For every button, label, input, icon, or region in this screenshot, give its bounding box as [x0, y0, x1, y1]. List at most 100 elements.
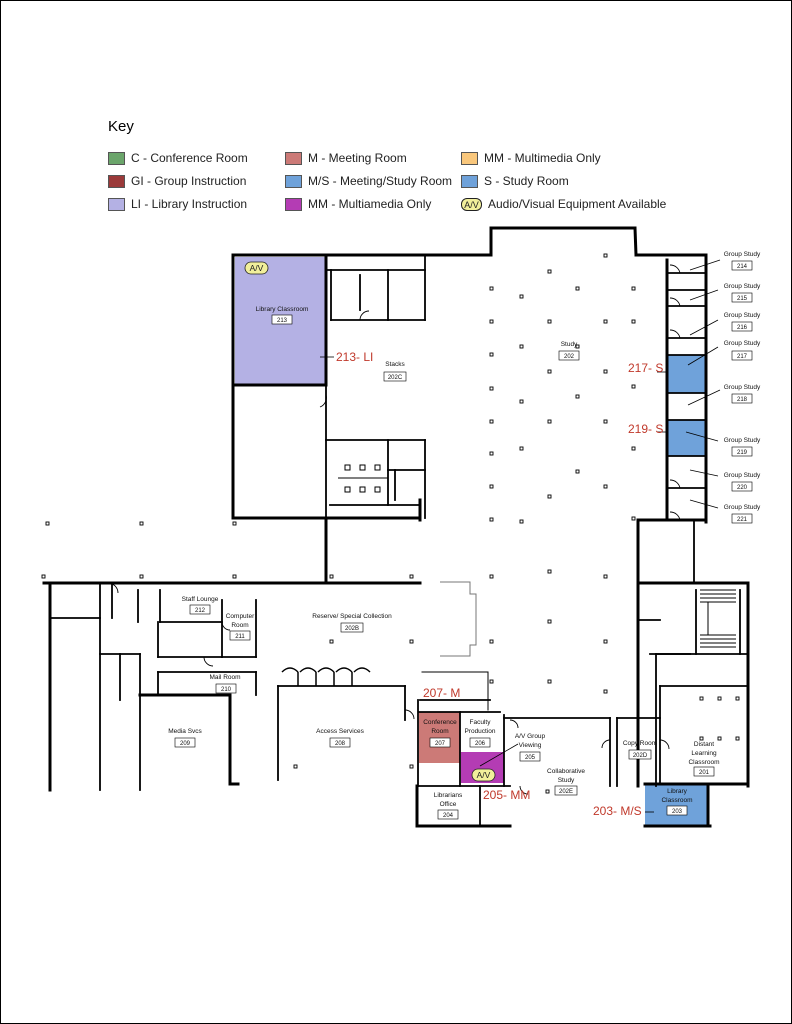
room-209-label: Media Svcs 209	[168, 728, 203, 748]
legend-swatch	[108, 174, 125, 188]
svg-text:Access Services: Access Services	[316, 728, 364, 735]
legend-item-group-instruction: GI - Group Instruction	[108, 173, 246, 189]
legend-swatch	[108, 151, 125, 165]
legend-label: M - Meeting Room	[308, 151, 407, 165]
legend-item-meeting: M - Meeting Room	[285, 150, 407, 166]
svg-text:Faculty: Faculty	[470, 719, 492, 726]
svg-text:202D: 202D	[633, 753, 648, 759]
room-202-label: Study 202	[558, 341, 580, 361]
svg-text:Group Study: Group Study	[724, 384, 761, 391]
legend-item-multimedia: MM - Multimedia Only	[461, 150, 601, 166]
svg-text:212: 212	[195, 608, 206, 614]
room-219-fill	[668, 420, 707, 456]
legend-swatch	[461, 151, 478, 165]
legend-swatch	[285, 151, 302, 165]
callout-207: 207- M	[423, 686, 460, 700]
svg-text:215: 215	[737, 296, 748, 302]
svg-text:A/V Group: A/V Group	[515, 733, 546, 740]
svg-text:203: 203	[672, 809, 683, 815]
columns	[41, 253, 740, 794]
svg-text:217: 217	[737, 354, 748, 360]
room-207-label: Conference Room 207	[423, 719, 457, 748]
legend-label: M/S - Meeting/Study Room	[308, 174, 453, 188]
booths	[281, 667, 371, 686]
svg-text:Library: Library	[667, 788, 688, 795]
room-205-label: A/V Group Viewing 205	[515, 733, 546, 762]
legend-item-study: S - Study Room	[461, 173, 569, 189]
room-218-label: Group Study 218	[724, 384, 761, 404]
legend-swatch	[108, 197, 125, 211]
interior-walls	[49, 254, 749, 827]
room-201-label: Distant Learning Classroom 201	[688, 741, 720, 777]
svg-text:202C: 202C	[388, 375, 403, 381]
svg-text:213: 213	[277, 318, 288, 324]
svg-text:202B: 202B	[345, 626, 359, 632]
svg-text:206: 206	[475, 741, 486, 747]
service-desk	[440, 581, 477, 657]
svg-text:A/V: A/V	[250, 263, 264, 273]
room-206-label: Faculty Production 206	[464, 719, 496, 748]
svg-text:Stacks: Stacks	[385, 361, 405, 368]
svg-text:Library Classroom: Library Classroom	[256, 306, 309, 313]
svg-text:Room: Room	[231, 622, 248, 629]
svg-text:Group Study: Group Study	[724, 283, 761, 290]
room-202d-label: Copy Room 202D	[623, 740, 657, 760]
svg-text:Group Study: Group Study	[724, 472, 761, 479]
svg-text:A/V: A/V	[477, 770, 491, 780]
legend-swatch	[285, 197, 302, 211]
svg-text:Production: Production	[464, 728, 495, 735]
svg-text:204: 204	[443, 813, 454, 819]
room-203-label: Library Classroom 203	[661, 788, 693, 816]
legend-label: MM - Multimedia Only	[484, 151, 601, 165]
svg-text:220: 220	[737, 485, 748, 491]
legend-item-conference: C - Conference Room	[108, 150, 248, 166]
leader-lines	[320, 259, 721, 813]
room-207-fill	[419, 712, 460, 763]
room-210-label: Mail Room 210	[209, 674, 241, 694]
legend-label: S - Study Room	[484, 174, 569, 188]
svg-text:Media Svcs: Media Svcs	[168, 728, 202, 735]
svg-text:205: 205	[525, 755, 536, 761]
av-badge-205: A/V	[471, 768, 496, 782]
callout-203: 203- M/S	[593, 804, 642, 818]
svg-text:219: 219	[737, 450, 748, 456]
callout-219: 219- S	[628, 422, 663, 436]
callout-213: 213- LI	[336, 350, 373, 364]
svg-text:Viewing: Viewing	[519, 742, 542, 749]
room-214-label: Group Study 214	[724, 251, 761, 271]
svg-text:Group Study: Group Study	[724, 251, 761, 258]
svg-text:Copy Room: Copy Room	[623, 740, 657, 747]
svg-text:Mail Room: Mail Room	[209, 674, 240, 681]
room-204-label: Librarians Office 204	[434, 792, 463, 820]
svg-text:Group Study: Group Study	[724, 504, 761, 511]
legend-label: GI - Group Instruction	[131, 174, 247, 188]
exterior-walls	[42, 226, 750, 828]
svg-text:214: 214	[737, 264, 748, 270]
svg-text:207: 207	[435, 741, 446, 747]
svg-text:Group Study: Group Study	[724, 437, 761, 444]
svg-text:202E: 202E	[559, 789, 573, 795]
room-215-label: Group Study 215	[724, 283, 761, 303]
av-badge-icon: A/V	[461, 197, 482, 211]
room-202b-label: Reserve/ Special Collection 202B	[312, 613, 392, 633]
legend-swatch	[461, 174, 478, 188]
svg-text:Conference: Conference	[423, 719, 457, 726]
key-title: Key	[108, 118, 134, 135]
room-203-fill	[645, 785, 708, 825]
svg-text:216: 216	[737, 325, 748, 331]
legend-item-multiamedia: MM - Multiamedia Only	[285, 196, 431, 212]
svg-text:209: 209	[180, 741, 191, 747]
svg-text:Computer: Computer	[226, 613, 255, 620]
room-211-label: Computer Room 211	[226, 613, 255, 641]
svg-text:Classroom: Classroom	[661, 797, 692, 804]
room-217-fill	[668, 355, 707, 393]
room-219-label: Group Study 219	[724, 437, 761, 457]
room-217-label: Group Study 217	[724, 340, 761, 361]
svg-text:Distant: Distant	[694, 741, 714, 748]
legend-item-library-instruction: LI - Library Instruction	[108, 196, 247, 212]
svg-text:202: 202	[564, 354, 575, 360]
svg-text:Group Study: Group Study	[724, 340, 761, 347]
svg-text:Office: Office	[440, 801, 457, 808]
room-216-label: Group Study 216	[724, 312, 761, 332]
room-202c-label: Stacks 202C	[383, 361, 407, 382]
